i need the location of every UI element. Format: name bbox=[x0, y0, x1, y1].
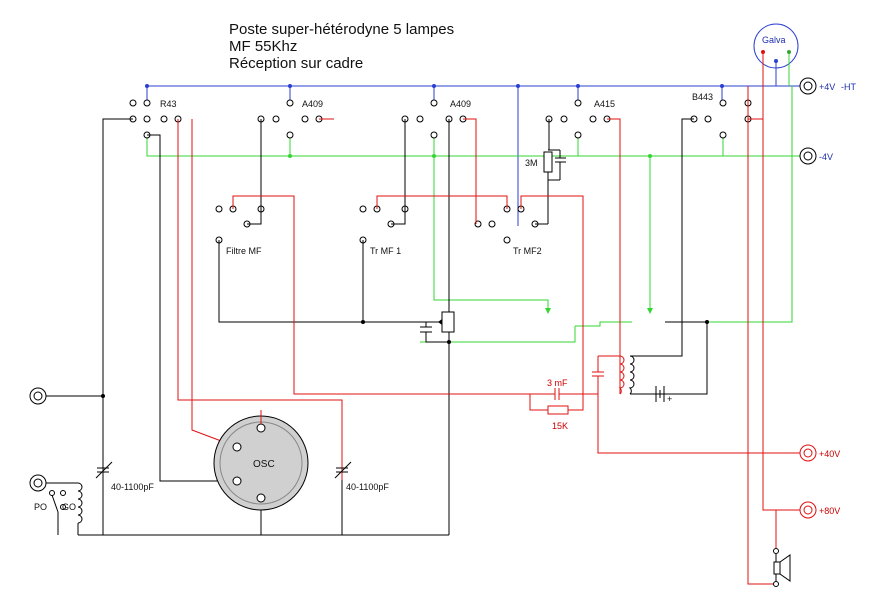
galva-meter: Galva bbox=[753, 23, 799, 86]
oscillator-tube: OSC bbox=[213, 410, 309, 511]
tube-label-r43: R43 bbox=[160, 99, 177, 109]
filament-rail bbox=[145, 84, 800, 226]
transformer-mf2: Tr MF2 bbox=[474, 205, 542, 256]
plate-wiring: 3 mF 15K bbox=[177, 86, 800, 585]
r15k-label: 15K bbox=[552, 421, 568, 431]
filtre-mf-label: Filtre MF bbox=[226, 246, 262, 256]
transformer-mf1: Tr MF 1 bbox=[359, 205, 409, 256]
title-line-1: Poste super-hétérodyne 5 lampes bbox=[229, 21, 454, 38]
r3m-label: 3M bbox=[525, 158, 538, 168]
tube-socket-b443: B443 bbox=[690, 92, 752, 139]
transformer-filtre-mf: Filtre MF bbox=[215, 205, 265, 256]
tube-label-a409-2: A409 bbox=[450, 99, 471, 109]
plus4-label: +4V bbox=[819, 82, 835, 92]
go-label: GO bbox=[62, 502, 76, 512]
ht-label: -HT bbox=[841, 82, 856, 92]
cap-3mf-label: 3 mF bbox=[547, 378, 568, 388]
mf2-label: Tr MF2 bbox=[513, 246, 542, 256]
po-go-switch[interactable]: PO GO bbox=[29, 387, 83, 535]
terminal-plus40[interactable]: +40V bbox=[799, 444, 840, 462]
grid-bias-rail bbox=[146, 86, 800, 343]
terminal-minus4[interactable]: -4V bbox=[799, 147, 833, 165]
plus80-label: +80V bbox=[819, 506, 840, 516]
po-label: PO bbox=[34, 502, 47, 512]
cv-right-label: 40-1100pF bbox=[346, 482, 389, 492]
loudspeaker-icon bbox=[773, 548, 791, 587]
plus40-label: +40V bbox=[819, 449, 840, 459]
cv-left-label: 40-1100pF bbox=[111, 482, 154, 492]
ground-and-signal-wiring: 3M + bbox=[46, 118, 709, 536]
tube-socket-r43: R43 bbox=[129, 99, 182, 139]
mf1-label: Tr MF 1 bbox=[370, 246, 401, 256]
tube-label-a409-1: A409 bbox=[302, 99, 323, 109]
tube-socket-a409-1: A409 bbox=[257, 99, 323, 139]
variable-capacitor-left: 40-1100pF bbox=[95, 461, 154, 492]
svg-text:+: + bbox=[667, 394, 672, 404]
galva-label: Galva bbox=[762, 35, 786, 45]
title-line-3: Réception sur cadre bbox=[229, 55, 363, 72]
variable-capacitor-right: 40-1100pF bbox=[334, 461, 389, 492]
title-line-2: MF 55Khz bbox=[229, 38, 297, 55]
tube-label-a415: A415 bbox=[594, 99, 615, 109]
osc-label: OSC bbox=[253, 459, 275, 470]
tube-socket-a409-2: A409 bbox=[401, 99, 471, 139]
terminal-plus4[interactable]: +4V -HT bbox=[799, 77, 856, 95]
tube-socket-a415: A415 bbox=[545, 99, 615, 139]
tube-label-b443: B443 bbox=[692, 92, 713, 102]
minus4-label: -4V bbox=[819, 152, 833, 162]
terminal-plus80[interactable]: +80V bbox=[799, 501, 840, 519]
